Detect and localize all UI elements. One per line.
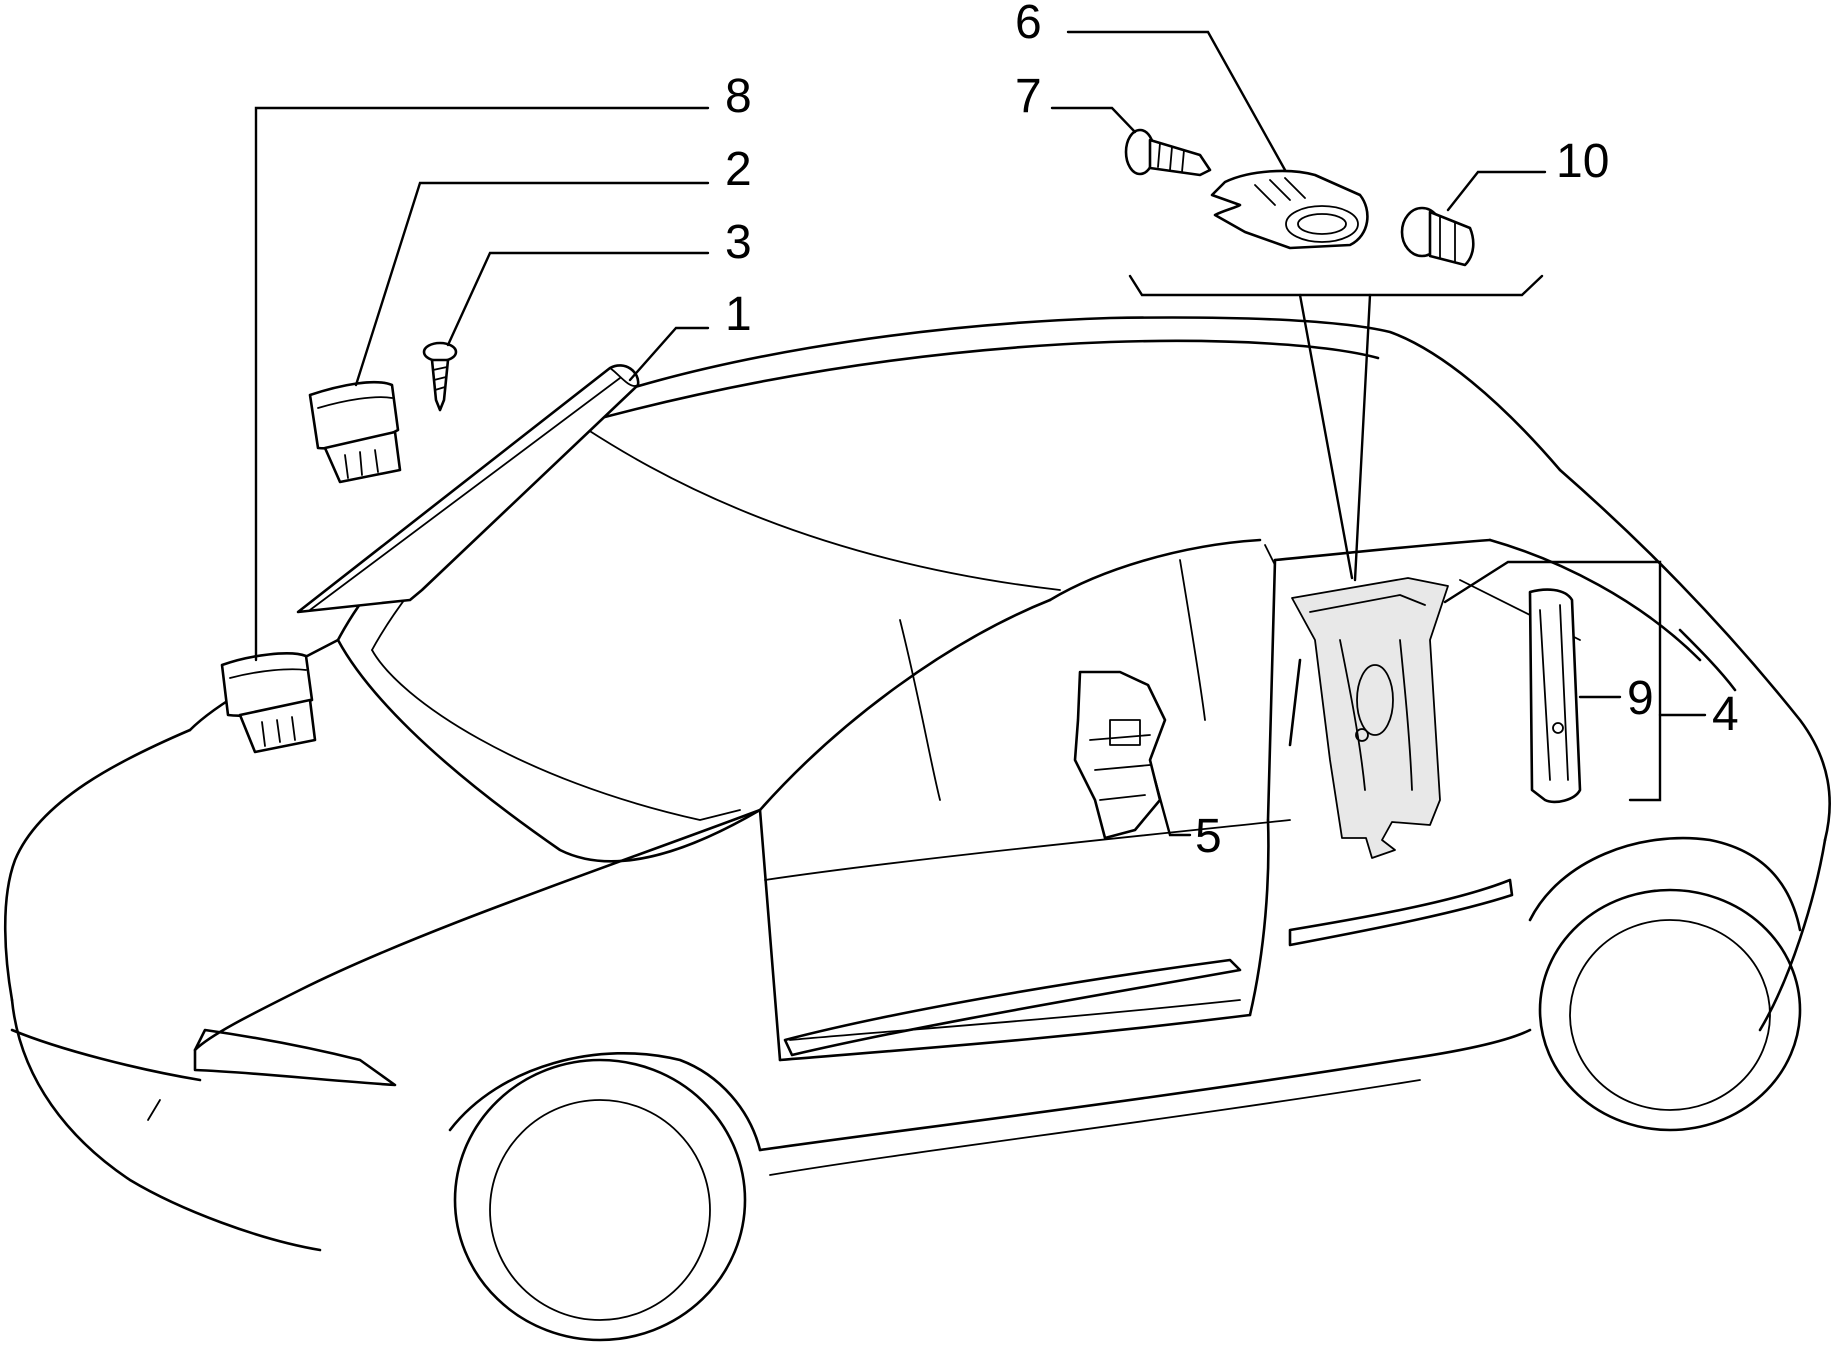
- part-2-clip: [308, 380, 402, 484]
- part-8-clip: [220, 652, 317, 754]
- part-1-a-pillar-trim: [296, 364, 640, 614]
- callout-labels: 1 2 3 4 5 6 7 8 9 10: [725, 0, 1739, 863]
- callout-10: 10: [1556, 135, 1609, 188]
- part-7-screw: [1124, 128, 1212, 177]
- callout-3: 3: [725, 216, 752, 269]
- part-10-grommet: [1400, 206, 1475, 267]
- callout-6: 6: [1015, 0, 1042, 49]
- callout-1: 1: [725, 288, 752, 341]
- callout-4: 4: [1712, 688, 1739, 741]
- leader-lines: [254, 30, 1707, 837]
- part-6-clip: [1210, 169, 1369, 250]
- part-3-screw: [422, 341, 458, 412]
- callout-9: 9: [1627, 672, 1654, 725]
- part-9-strip: [1528, 588, 1582, 804]
- callout-2: 2: [725, 143, 752, 196]
- callout-8: 8: [725, 70, 752, 123]
- callout-5: 5: [1195, 810, 1222, 863]
- callout-7: 7: [1015, 70, 1042, 123]
- car-body: [3, 316, 1831, 1342]
- part-5-bracket: [1073, 670, 1167, 840]
- part-4-b-pillar-trim: [1291, 577, 1449, 859]
